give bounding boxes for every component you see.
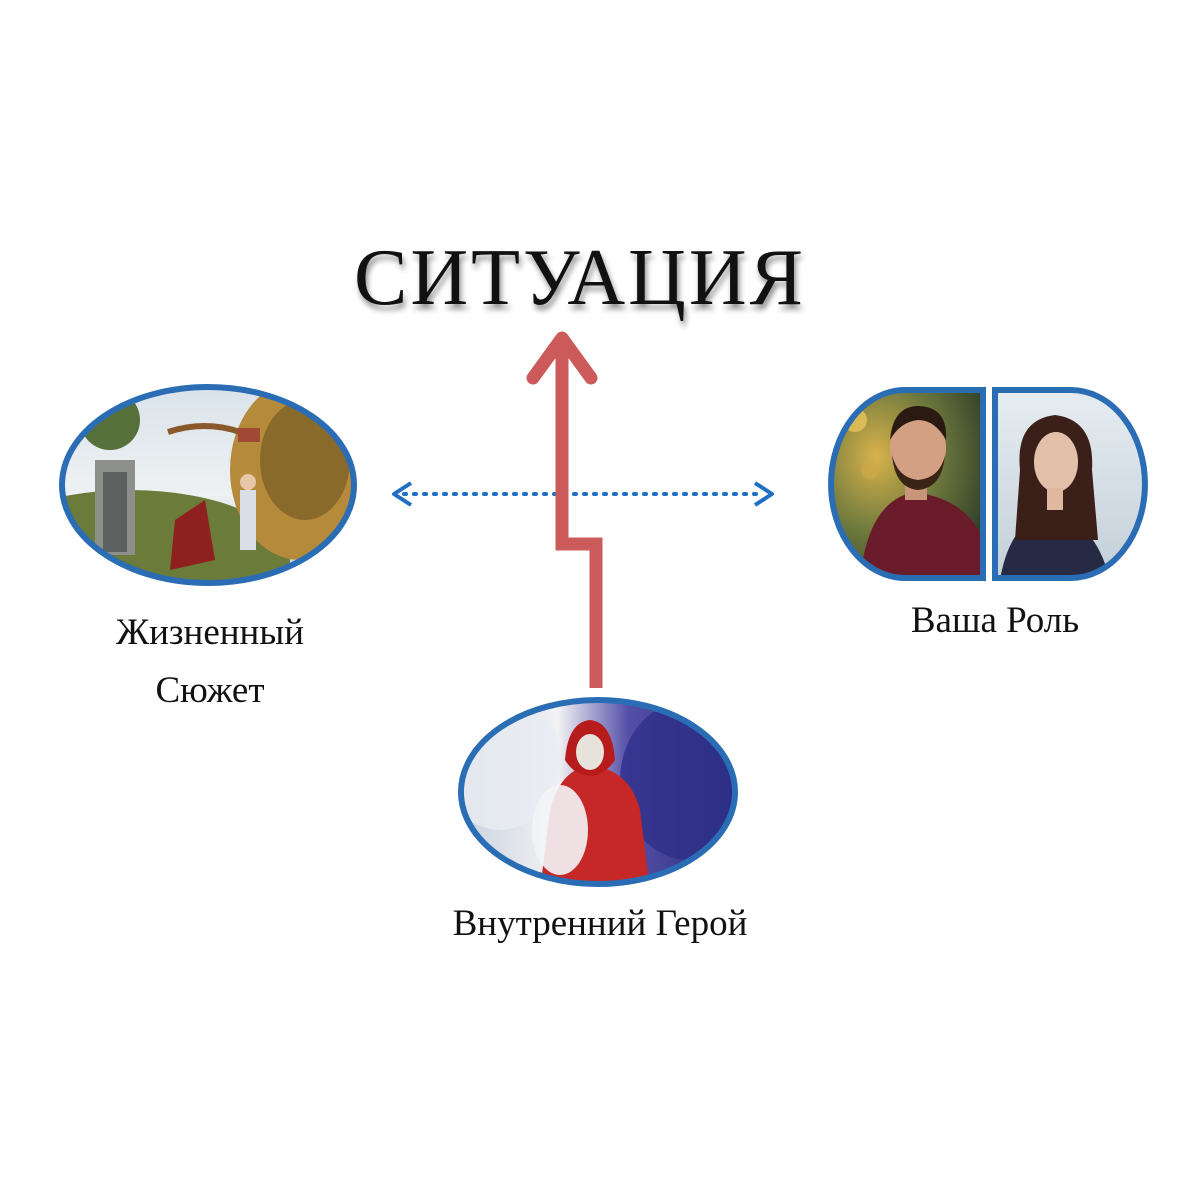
inner-hero-label: Внутренний Герой — [380, 895, 820, 953]
life-plot-image — [59, 384, 357, 586]
life-plot-label-line: Жизненный — [115, 612, 305, 653]
inner-hero-label-line: Внутренний Герой — [452, 903, 748, 944]
life-plot-label-line: Сюжет — [155, 670, 265, 711]
your-role-label: Ваша Роль — [850, 592, 1140, 650]
inner-hero-image — [458, 697, 738, 887]
situation-title: СИТУАЦИЯ — [353, 234, 807, 322]
your-role-label-line: Ваша Роль — [910, 600, 1080, 641]
plot-role-dotted-arrow — [392, 481, 774, 507]
life-plot-label: Жизненный Сюжет — [40, 604, 380, 720]
your-role-image — [828, 387, 1148, 581]
hero-to-situation-arrow — [526, 331, 603, 688]
